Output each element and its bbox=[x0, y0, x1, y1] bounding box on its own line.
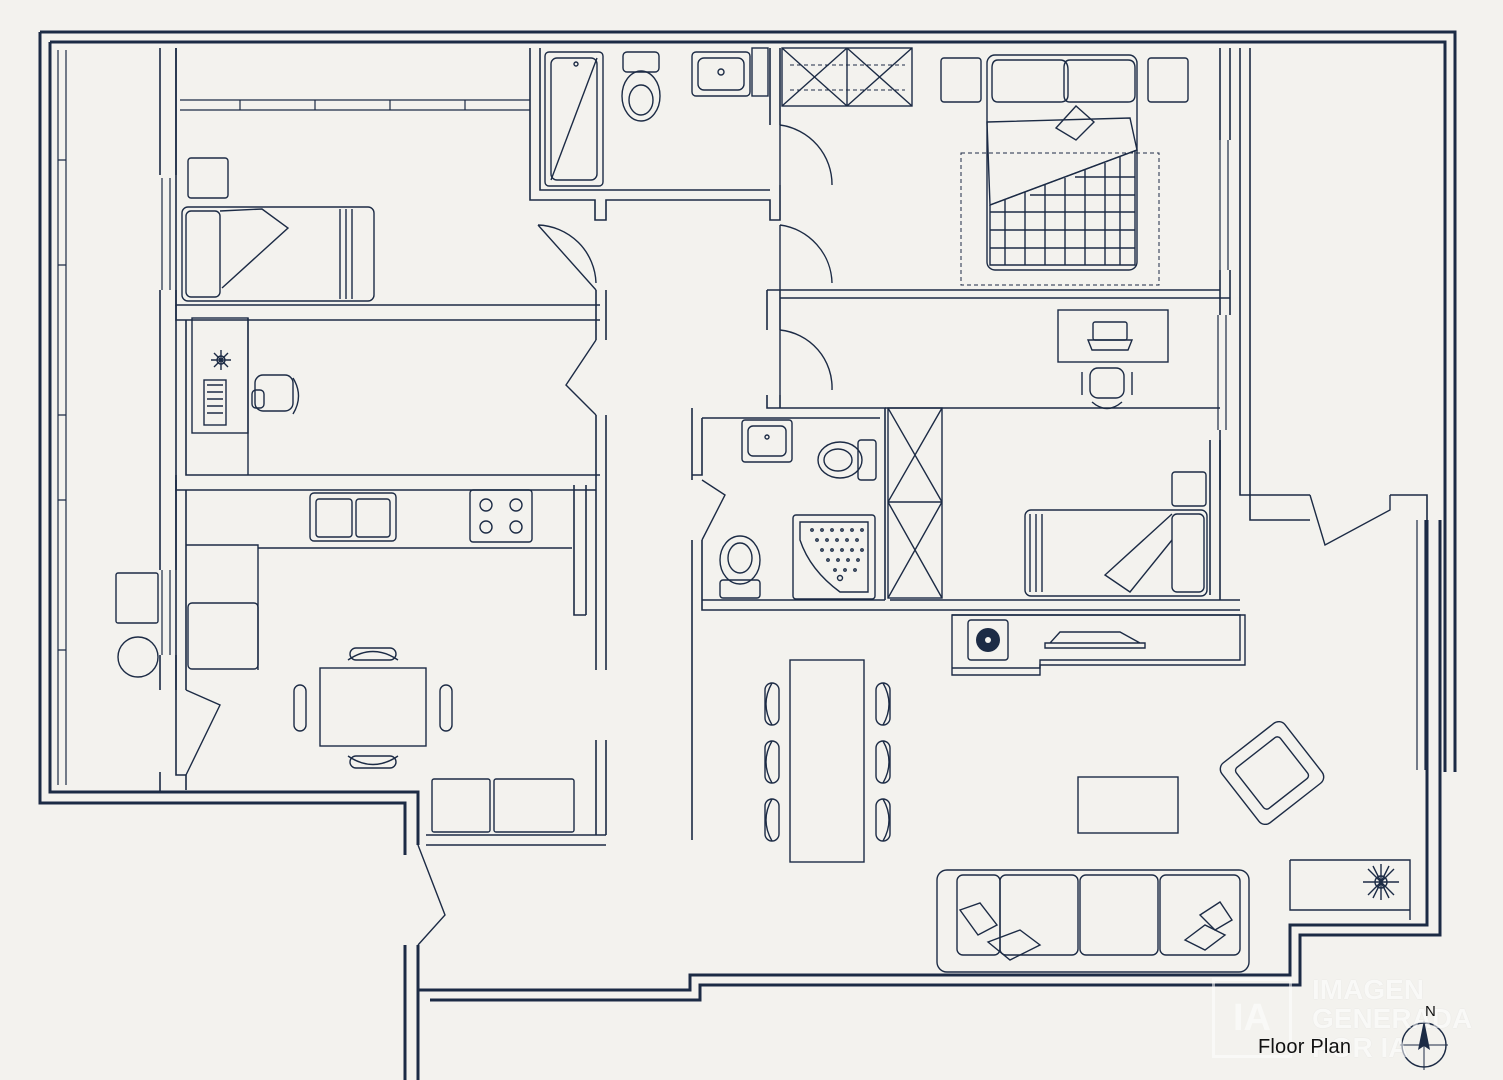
flower-icon bbox=[1363, 864, 1399, 900]
watermark-line: POR IA bbox=[1312, 1032, 1409, 1063]
compass-icon bbox=[1400, 1020, 1448, 1070]
master-bedroom bbox=[940, 54, 1189, 286]
small-bathroom bbox=[719, 419, 877, 600]
living-room bbox=[764, 614, 1411, 973]
watermark-line: GENERADA bbox=[1312, 1003, 1473, 1034]
blanket-grid bbox=[989, 150, 1136, 266]
watermark-line: IMAGEN bbox=[1312, 974, 1424, 1005]
wardrobe-top bbox=[781, 47, 913, 107]
north-label: N bbox=[1425, 1003, 1436, 1020]
top-bathroom bbox=[544, 47, 769, 187]
shower-drain-dots bbox=[810, 528, 864, 582]
watermark-text: IMAGEN GENERADA POR IA bbox=[1312, 975, 1502, 1062]
exterior-walls bbox=[38, 30, 1457, 1080]
watermark: IA IMAGEN GENERADA POR IA bbox=[1212, 975, 1502, 1080]
interior-walls bbox=[175, 48, 1428, 846]
kitchen bbox=[115, 489, 575, 833]
windows bbox=[161, 99, 1426, 770]
doors bbox=[185, 124, 1391, 946]
bedroom-right bbox=[887, 309, 1208, 599]
plan-title: Floor Plan bbox=[1258, 1036, 1352, 1058]
laptop-icon bbox=[1086, 321, 1134, 351]
record-player-icon bbox=[967, 619, 1009, 661]
office-area bbox=[191, 317, 300, 475]
bedroom-single-left bbox=[181, 157, 375, 302]
flower-icon bbox=[211, 350, 231, 370]
watermark-logo: IA bbox=[1212, 978, 1292, 1058]
left-terrace-walls bbox=[57, 48, 177, 792]
